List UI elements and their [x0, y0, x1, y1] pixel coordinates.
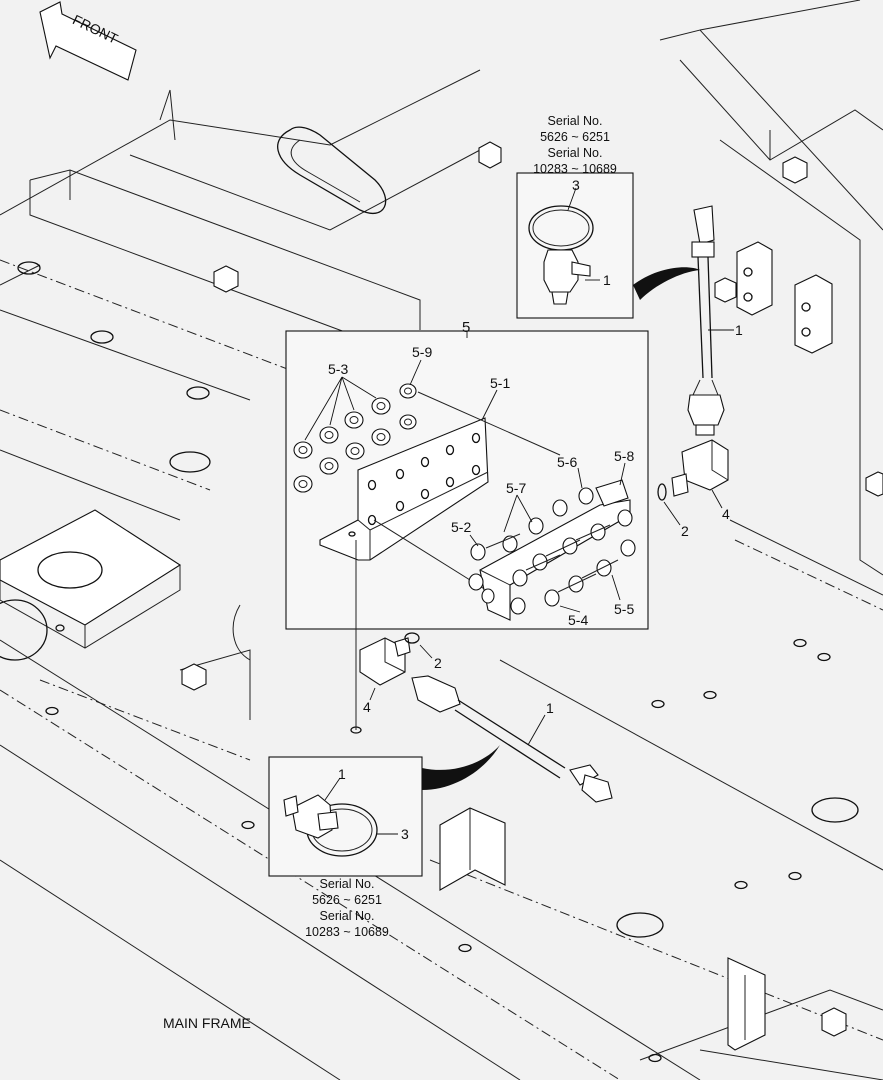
callout-5: 5 — [462, 319, 470, 336]
top-inset: 3 1 — [516, 172, 634, 319]
top-serial-note: Serial No. 5626 ~ 6251 Serial No. 10283 … — [533, 114, 617, 176]
bottom-serial-line-2: 5626 ~ 6251 — [312, 893, 382, 907]
bottom-inset: 1 3 — [268, 756, 423, 877]
callout-bottom-inset-1: 1 — [338, 766, 346, 782]
bottom-serial-line-4: 10283 ~ 10689 — [305, 925, 389, 939]
callout-right-oring-2: 2 — [681, 523, 689, 539]
callout-5-8: 5-8 — [614, 448, 634, 464]
callout-5-7: 5-7 — [506, 480, 526, 496]
callout-right-harness-1: 1 — [735, 322, 743, 338]
callout-5-4: 5-4 — [568, 612, 588, 628]
fittings — [468, 487, 636, 615]
bottom-pointer-arrow — [422, 745, 500, 790]
callout-top-inset-3: 3 — [572, 177, 580, 193]
front-arrow: FRONT — [39, 1, 137, 81]
callout-top-inset-1: 1 — [603, 272, 611, 288]
callout-5-3: 5-3 — [328, 361, 348, 377]
callout-5-5: 5-5 — [614, 601, 634, 617]
callout-5-6: 5-6 — [557, 454, 577, 470]
callout-left-oring-2: 2 — [434, 655, 442, 671]
top-serial-line-3: Serial No. — [548, 146, 603, 160]
manifold-box: 5 5-1 — [285, 319, 649, 630]
callout-left-harness-1: 1 — [546, 700, 554, 716]
callout-5-1: 5-1 — [490, 375, 510, 391]
right-harness-assembly: 1 2 4 — [657, 205, 743, 539]
callout-5-2: 5-2 — [451, 519, 471, 535]
nuts-5-3 — [293, 383, 417, 493]
bottom-serial-note: Serial No. 5626 ~ 6251 Serial No. 10283 … — [305, 877, 389, 939]
bottom-serial-line-1: Serial No. — [320, 877, 375, 891]
top-pointer-arrow — [633, 267, 700, 300]
callout-bottom-inset-3: 3 — [401, 826, 409, 842]
bottom-serial-line-3: Serial No. — [320, 909, 375, 923]
callout-5-9: 5-9 — [412, 344, 432, 360]
callout-right-elbow-4: 4 — [722, 506, 730, 522]
left-harness-assembly: 2 4 1 — [359, 632, 613, 803]
top-serial-line-4: 10283 ~ 10689 — [533, 162, 617, 176]
top-serial-line-1: Serial No. — [548, 114, 603, 128]
main-frame-label: MAIN FRAME — [163, 1015, 251, 1031]
top-serial-line-2: 5626 ~ 6251 — [540, 130, 610, 144]
callout-left-elbow-4: 4 — [363, 699, 371, 715]
